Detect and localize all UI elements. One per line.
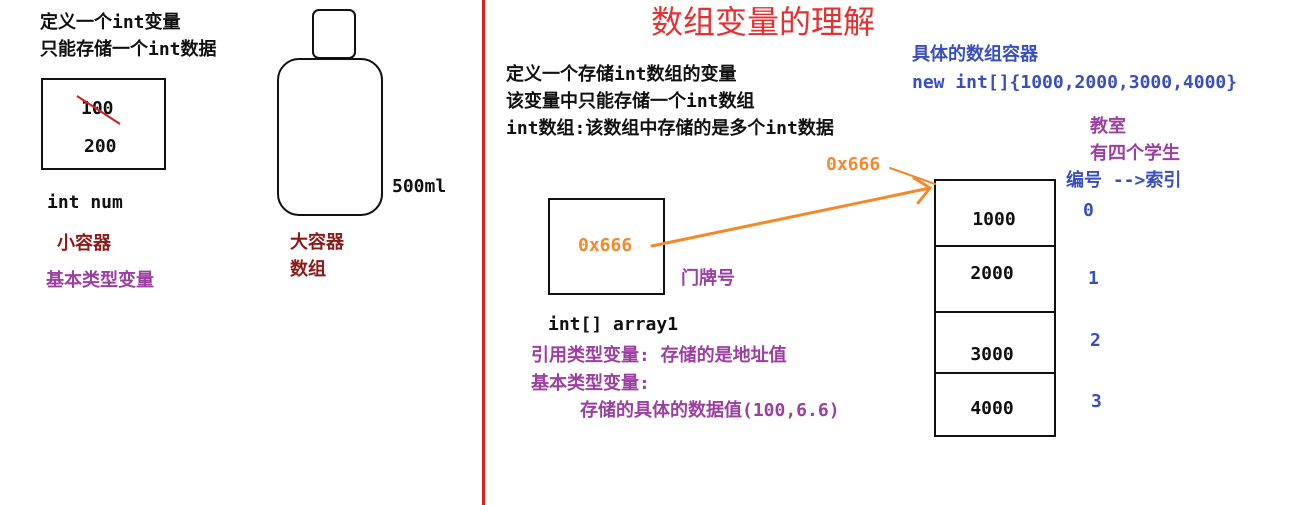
index-note: 编号 -->索引 — [1066, 170, 1182, 191]
address-top: 0x666 — [826, 154, 881, 175]
strike-through-mark — [76, 95, 121, 125]
array-container — [934, 179, 1056, 437]
new-value: 200 — [84, 136, 117, 157]
students-label: 有四个学生 — [1090, 143, 1180, 164]
array-cell-0: 1000 — [972, 209, 1016, 230]
big-container-label: 大容器 — [290, 232, 344, 253]
desc-line2: 该变量中只能存储一个int数组 — [506, 91, 755, 112]
array-cell-3: 4000 — [970, 398, 1014, 419]
small-container-box — [41, 78, 166, 170]
array-declaration: int[] array1 — [548, 314, 679, 335]
prim-note: 基本类型变量: — [531, 373, 650, 394]
left-line2: 只能存储一个int数据 — [40, 39, 217, 60]
prim-note-values: 存储的具体的数据值(100,6.6) — [580, 400, 840, 421]
var-label: int num — [47, 192, 123, 213]
cell-divider-3 — [934, 372, 1056, 374]
desc-line1: 定义一个存储int数组的变量 — [506, 64, 737, 85]
door-number-label: 门牌号 — [681, 268, 735, 289]
array-cell-1: 2000 — [970, 263, 1014, 284]
address-arrow — [889, 167, 936, 185]
index-0: 0 — [1083, 200, 1094, 221]
primitive-var-label: 基本类型变量 — [46, 270, 154, 291]
ref-note: 引用类型变量: 存储的是地址值 — [531, 345, 787, 366]
small-container-label: 小容器 — [57, 233, 111, 254]
divider-line — [482, 0, 485, 505]
array-cell-2: 3000 — [970, 344, 1014, 365]
index-2: 2 — [1090, 330, 1101, 351]
container-code: new int[]{1000,2000,3000,4000} — [912, 72, 1238, 93]
pointer-arrow — [650, 176, 933, 248]
address-in-box: 0x666 — [578, 235, 633, 256]
container-title: 具体的数组容器 — [912, 44, 1038, 65]
bottle-body — [277, 58, 383, 216]
desc-line3: int数组:该数组中存储的是多个int数据 — [506, 118, 834, 139]
bottle-volume: 500ml — [392, 176, 447, 197]
index-1: 1 — [1088, 268, 1099, 289]
cell-divider-2 — [934, 311, 1056, 313]
classroom-label: 教室 — [1090, 116, 1126, 137]
index-3: 3 — [1091, 391, 1102, 412]
cell-divider-1 — [934, 245, 1056, 247]
array-word-label: 数组 — [290, 259, 326, 280]
page-title: 数组变量的理解 — [651, 3, 876, 41]
left-line1: 定义一个int变量 — [40, 12, 181, 33]
array-variable-box — [548, 198, 665, 295]
